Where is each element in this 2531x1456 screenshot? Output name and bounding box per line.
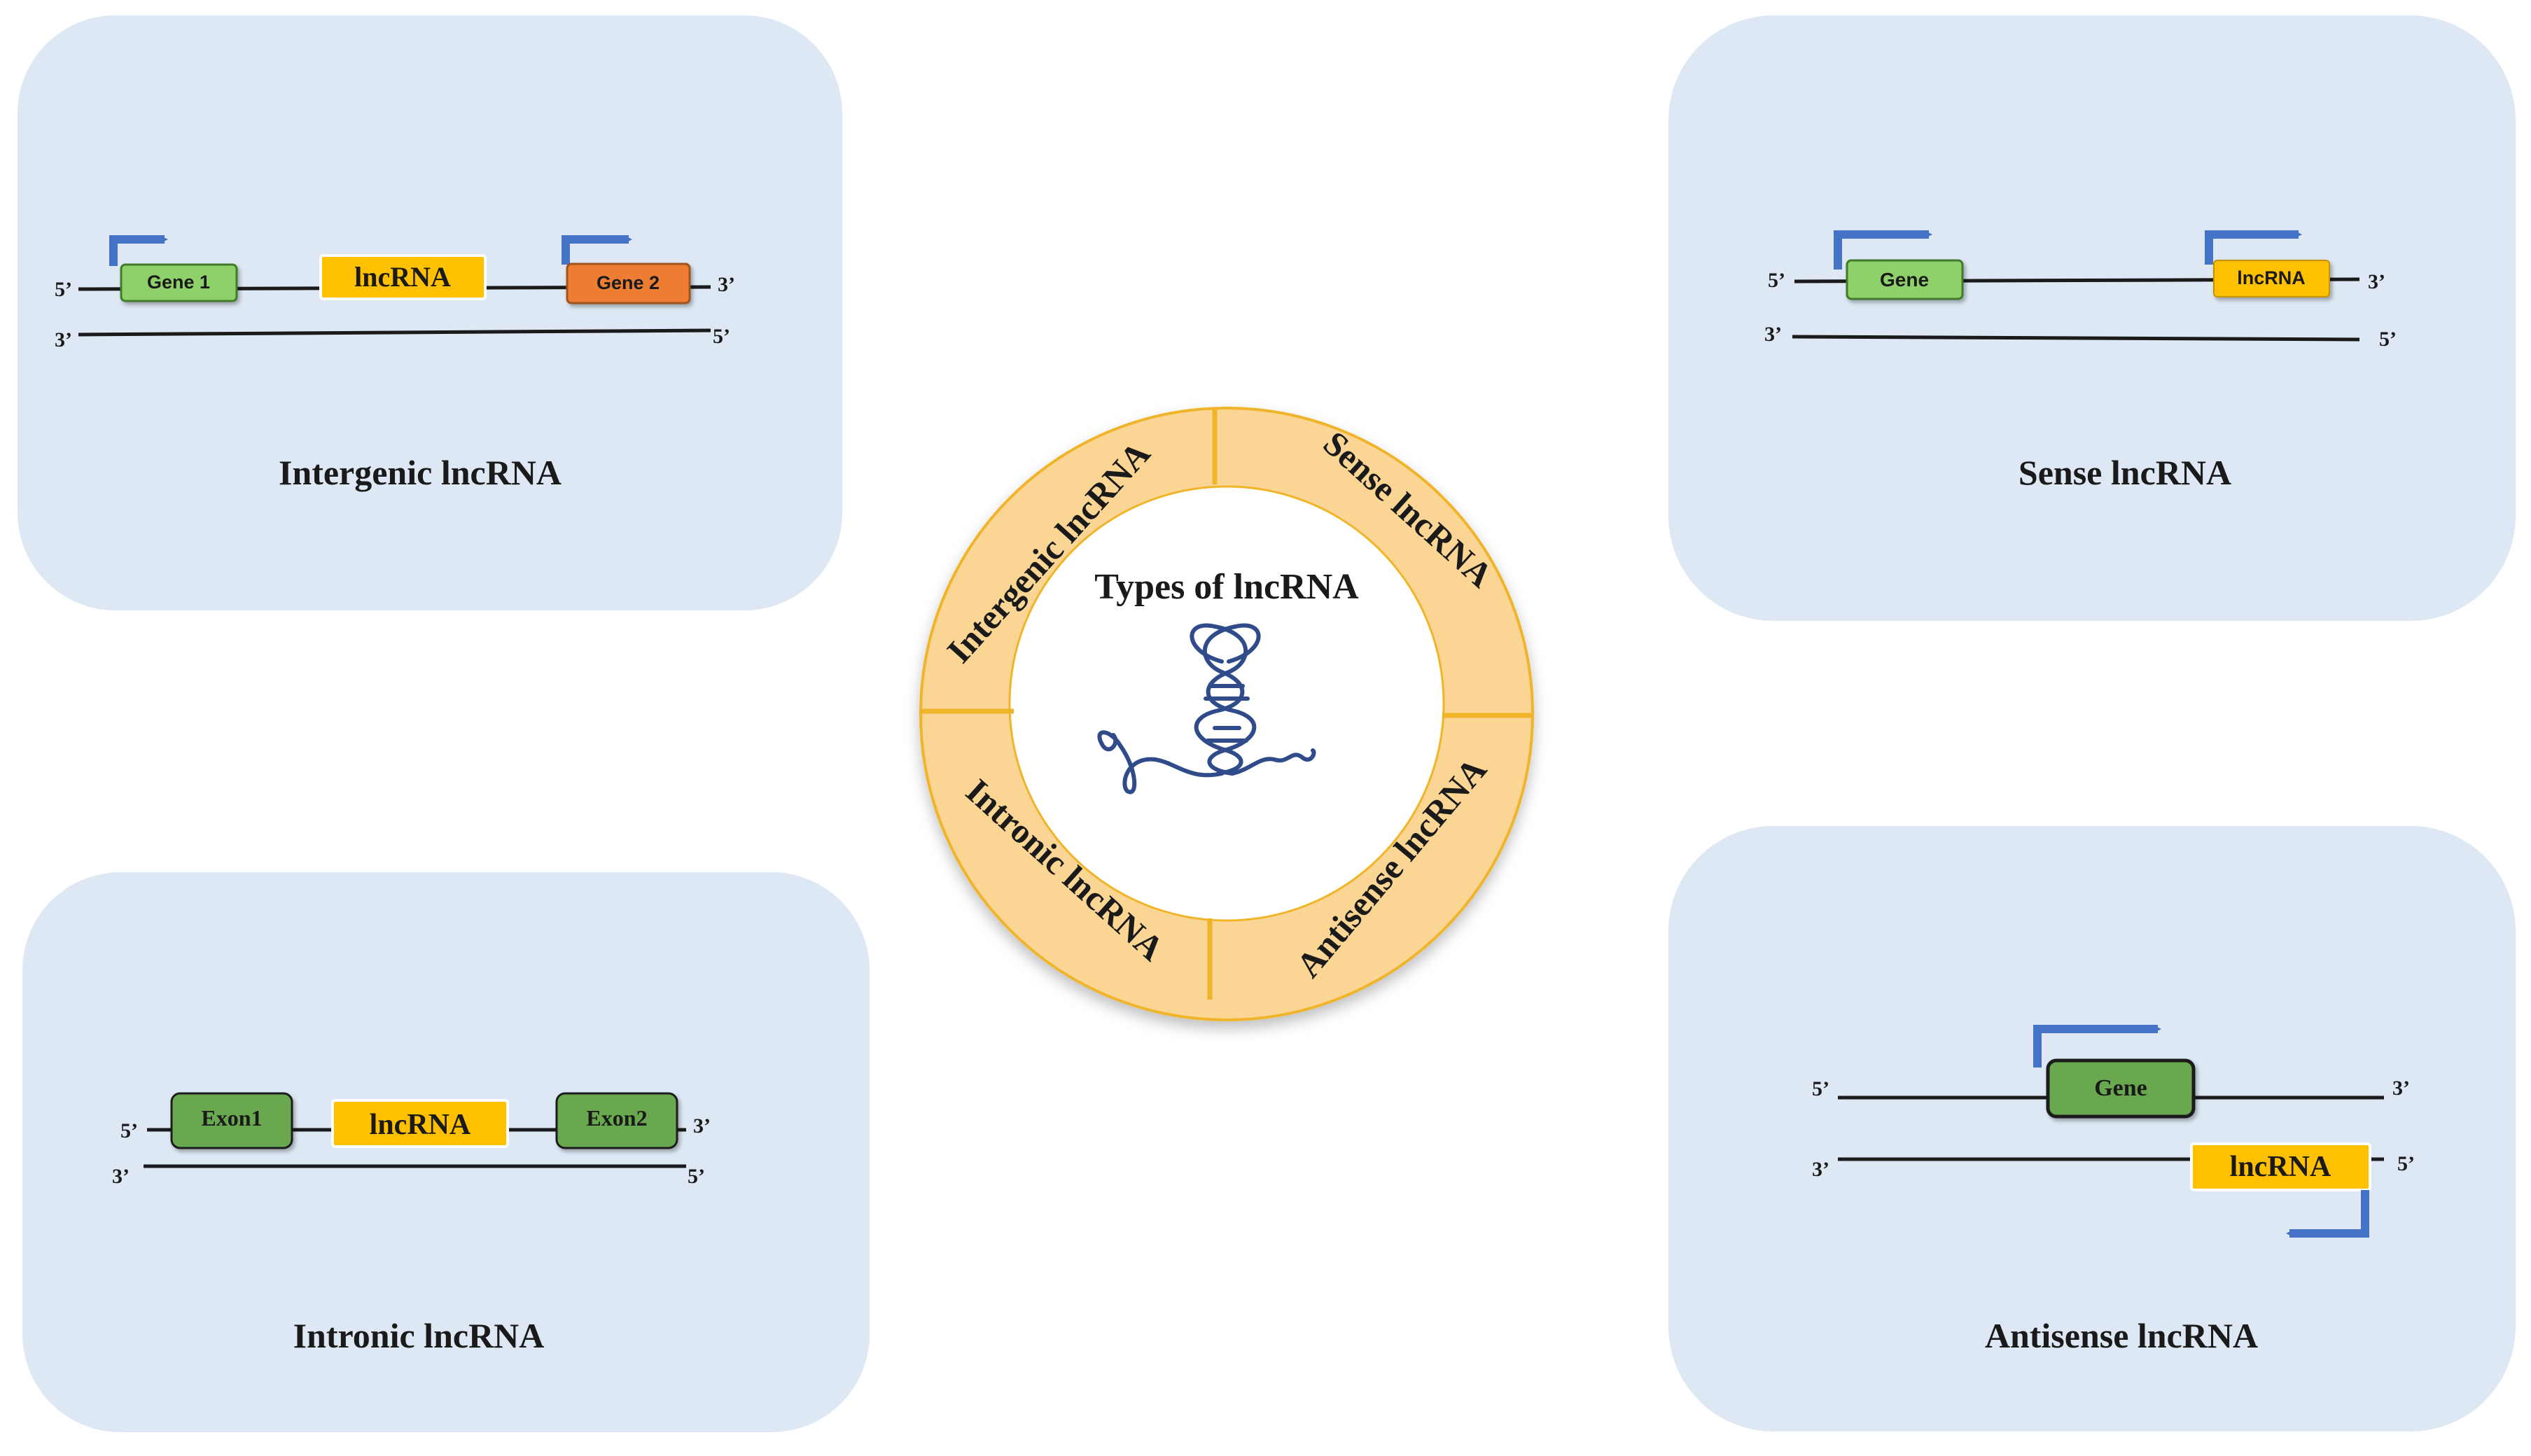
antisense-lncrna-box [2190,1142,2371,1191]
intergenic-top-left-end: 5’ [55,278,72,301]
antisense-gene-label: Gene [2094,1075,2147,1101]
panel-antisense: 5’ 3’ 3’ 5’ Gene lncRNA Antisense lncRNA [1668,826,2516,1432]
panel-intergenic-background [18,15,842,610]
intronic-lncrna-label: lncRNA [370,1109,471,1141]
intergenic-panel-title: Intergenic lncRNA [279,453,562,492]
intronic-top-left-end: 5’ [120,1119,138,1142]
intronic-panel-title: Intronic lncRNA [293,1316,545,1355]
intergenic-lncrna-box [319,254,487,300]
antisense-top-left-end: 5’ [1812,1077,1829,1100]
intronic-bottom-right-end: 5’ [688,1165,705,1188]
intergenic-gene1-arrow-icon [109,235,168,266]
panel-intergenic: 5’ 3’ 3’ 5’ Gene 1 lncRNA Gene 2 Interge… [18,15,842,610]
intergenic-lncrna-label: lncRNA [354,261,451,293]
sense-panel-title: Sense lncRNA [2018,453,2231,492]
intergenic-bottom-strand [78,328,711,337]
sense-top-right-end: 3’ [2368,270,2385,293]
antisense-lncrna-arrow-icon [2286,1190,2369,1238]
intronic-top-right-end: 3’ [693,1114,711,1138]
panel-antisense-background [1668,826,2516,1432]
panel-intronic-background [22,872,870,1432]
intergenic-gene2-label: Gene 2 [597,272,660,293]
intergenic-gene2-arrow-icon [562,235,632,265]
antisense-bottom-right-end: 5’ [2397,1152,2415,1175]
sense-gene-arrow-icon [1834,230,1932,270]
intronic-lncrna-box [331,1099,509,1148]
intergenic-gene1-box [120,263,238,302]
antisense-gene-arrow-icon [2033,1025,2161,1068]
antisense-gene-box [2046,1058,2196,1119]
intergenic-bottom-right-end: 5’ [713,325,730,348]
sense-lncrna-arrow-icon [2205,230,2302,265]
intergenic-top-right-end: 3’ [718,273,735,296]
sense-gene-box [1846,259,1964,300]
intronic-exon1-box [170,1092,293,1149]
intergenic-bottom-left-end: 3’ [55,328,72,351]
center-inner-circle [1008,485,1445,922]
intronic-exon2-box [555,1092,678,1149]
center-title: Types of lncRNA [1094,567,1359,607]
sense-bottom-strand [1792,335,2360,342]
intronic-exon1-label: Exon1 [201,1105,262,1130]
sense-top-left-end: 5’ [1768,269,1785,292]
antisense-bottom-left-end: 3’ [1812,1158,1829,1181]
antisense-top-right-end: 3’ [2392,1077,2410,1100]
intergenic-gene2-box [566,262,691,304]
intronic-exon2-label: Exon2 [586,1105,647,1130]
panel-sense-background [1668,15,2516,621]
panel-intronic: 5’ 3’ 3’ 5’ Exon1 lncRNA Exon2 Intronic … [22,872,870,1432]
panel-sense: 5’ 3’ 3’ 5’ Gene lncRNA Sense lncRNA [1668,15,2516,621]
antisense-panel-title: Antisense lncRNA [1985,1316,2258,1355]
center-wheel: Intergenic lncRNA Sense lncRNA Antisense… [919,407,1534,1021]
sense-bottom-right-end: 5’ [2379,328,2397,351]
antisense-lncrna-label: lncRNA [2230,1151,2331,1183]
sense-lncrna-label: lncRNA [2237,267,2306,288]
intronic-bottom-left-end: 3’ [112,1165,130,1188]
intergenic-gene1-label: Gene 1 [147,272,210,293]
sense-bottom-left-end: 3’ [1764,323,1782,346]
sense-lncrna-box [2213,260,2330,298]
dna-helix-icon [1097,623,1316,794]
sense-gene-label: Gene [1880,269,1929,290]
